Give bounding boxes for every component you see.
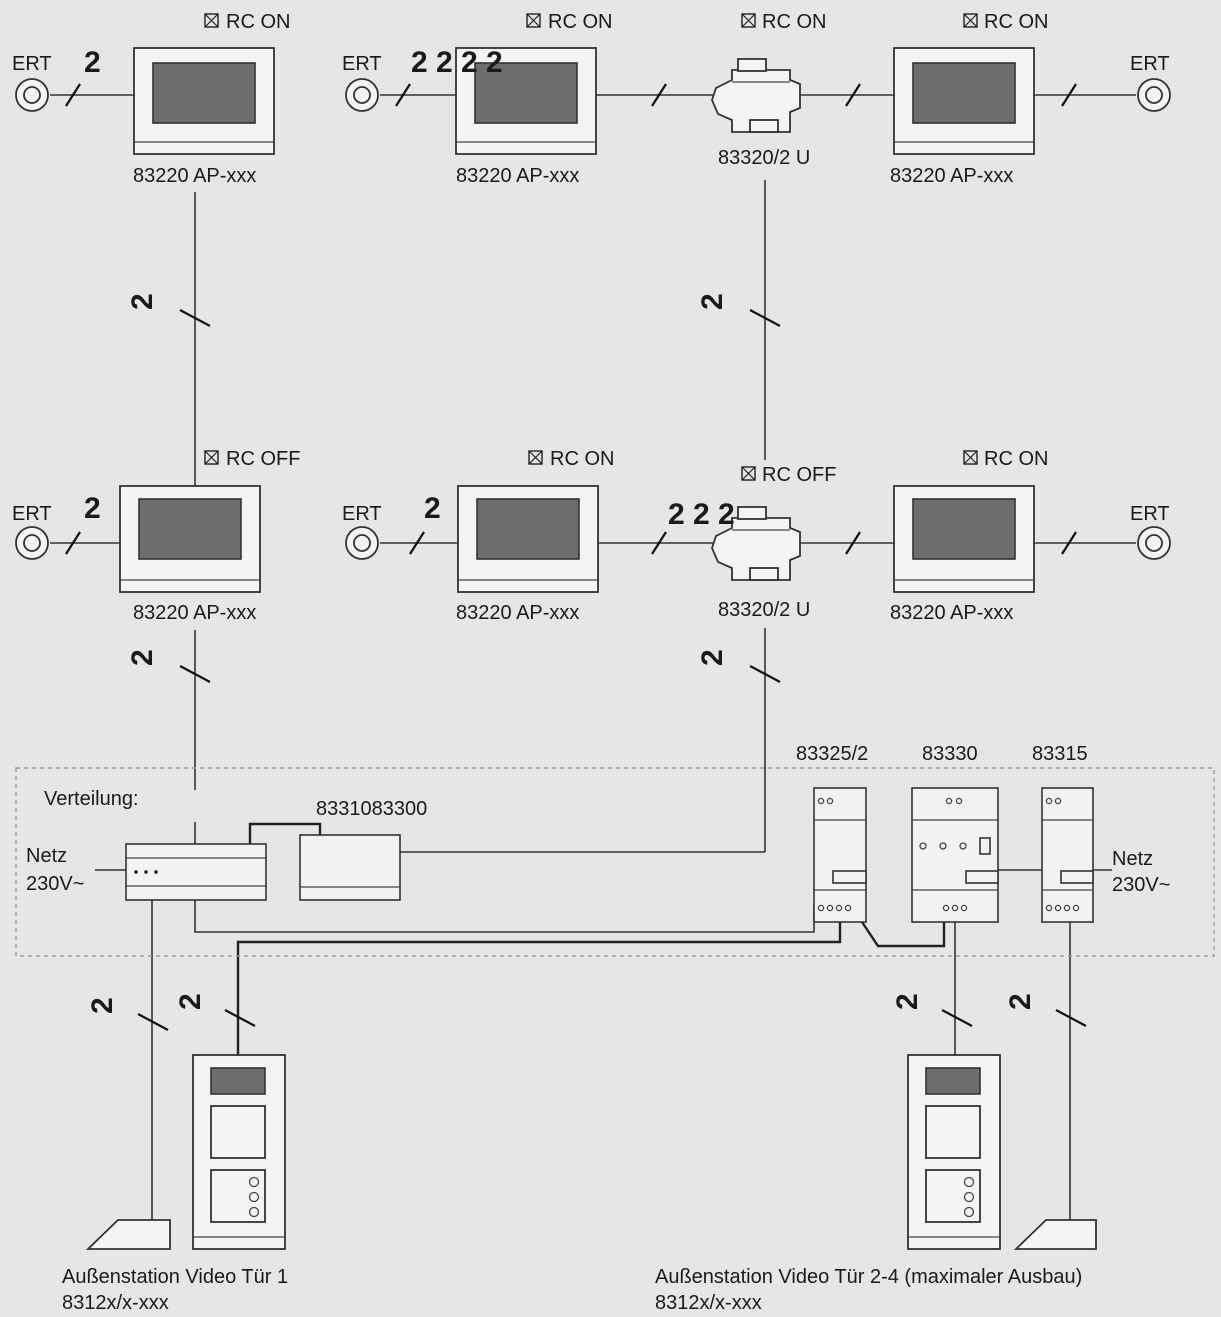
monitor-model-label: 83220 AP-xxx: [456, 165, 579, 187]
wire-module-a-to-b: [861, 921, 946, 948]
monitor-model-label: 83220 AP-xxx: [456, 602, 579, 624]
ert-label: ERT: [12, 503, 52, 525]
distributor-model-label: 83320/2 U: [718, 147, 810, 169]
door2-title: Außenstation Video Tür 2-4 (maximaler Au…: [655, 1266, 1082, 1288]
ert-label: ERT: [1130, 53, 1170, 75]
wire-count-label: 2 2 2: [668, 498, 735, 531]
auxiliary-module-icon: [299, 834, 401, 901]
module-a-label: 83325/2: [796, 743, 868, 765]
wire-count-label: 2: [174, 993, 207, 1010]
wire-count-label: 2: [126, 649, 159, 666]
rc-status-label: RC OFF: [741, 464, 836, 486]
power-supply-icon: [125, 843, 267, 901]
monitor-model-label: 83220 AP-xxx: [890, 602, 1013, 624]
ert-socket-icon: [15, 78, 49, 112]
ert-label: ERT: [1130, 503, 1170, 525]
wire-door1-to-module-a: [236, 922, 842, 1055]
wire-count-label: 2: [891, 993, 924, 1010]
wire-count-label: 2: [126, 293, 159, 310]
module-83330-icon: [911, 787, 999, 923]
svg-text:RC ON: RC ON: [226, 11, 290, 33]
svg-text:RC ON: RC ON: [550, 448, 614, 470]
door-station-icon: [907, 1054, 1001, 1250]
monitor-icon: [893, 47, 1035, 155]
monitor-icon: [455, 47, 597, 155]
ert-socket-icon: [345, 526, 379, 560]
ert-label: ERT: [342, 53, 382, 75]
monitor-icon: [119, 485, 261, 593]
monitor-icon: [893, 485, 1035, 593]
monitor-icon: [133, 47, 275, 155]
distribution-area-frame: [15, 767, 1215, 957]
wire-count-label: 2: [424, 492, 441, 525]
distributor-model-label: 83320/2 U: [718, 599, 810, 621]
video-distributor-icon: [711, 506, 801, 581]
video-distributor-icon: [711, 58, 801, 133]
wire-count-label: 2: [696, 649, 729, 666]
wire-psu-to-module-a: [194, 900, 815, 933]
verteilung-label: Verteilung:: [44, 788, 139, 810]
rc-status-label: RC ON: [963, 448, 1048, 470]
netz-label: Netz: [1112, 848, 1153, 870]
wire-count-label: 2: [84, 46, 101, 79]
svg-text:RC ON: RC ON: [984, 11, 1048, 33]
svg-text:RC ON: RC ON: [984, 448, 1048, 470]
wire-count-label: 2: [84, 492, 101, 525]
rc-status-label: RC ON: [963, 11, 1048, 33]
door1-title: Außenstation Video Tür 1: [62, 1266, 288, 1288]
module-b-label: 83330: [922, 743, 978, 765]
door1-model: 8312x/x-xxx: [62, 1292, 169, 1314]
wire-count-label: 2 2 2 2: [411, 46, 503, 79]
psu-model-label: 8331083300: [316, 798, 427, 820]
monitor-model-label: 83220 AP-xxx: [890, 165, 1013, 187]
monitor-icon: [457, 485, 599, 593]
door-opener-icon: [1013, 1219, 1097, 1250]
door-station-icon: [192, 1054, 286, 1250]
monitor-model-label: 83220 AP-xxx: [133, 165, 256, 187]
netz-label: Netz: [26, 845, 67, 867]
rc-status-label: RC OFF: [204, 448, 300, 470]
rc-status-label: RC ON: [526, 11, 612, 33]
svg-text:RC OFF: RC OFF: [762, 464, 836, 486]
ert-socket-icon: [1137, 78, 1171, 112]
rc-status-label: RC ON: [741, 11, 826, 33]
ert-socket-icon: [345, 78, 379, 112]
wire-count-label: 2: [86, 997, 119, 1014]
svg-text:RC ON: RC ON: [548, 11, 612, 33]
monitor-model-label: 83220 AP-xxx: [133, 602, 256, 624]
door-opener-icon: [85, 1219, 171, 1250]
ert-socket-icon: [15, 526, 49, 560]
wire-count-label: 2: [1004, 993, 1037, 1010]
rc-status-label: RC ON: [528, 448, 614, 470]
module-83325-icon: [813, 787, 867, 923]
door2-model: 8312x/x-xxx: [655, 1292, 762, 1314]
module-83315-icon: [1041, 787, 1094, 923]
svg-text:RC OFF: RC OFF: [226, 448, 300, 470]
voltage-label: 230V~: [1112, 874, 1170, 896]
ert-label: ERT: [342, 503, 382, 525]
ert-socket-icon: [1137, 526, 1171, 560]
wire-psu-bridge: [248, 822, 322, 845]
slash-marks: [65, 83, 1087, 1031]
module-c-label: 83315: [1032, 743, 1088, 765]
ert-label: ERT: [12, 53, 52, 75]
voltage-label: 230V~: [26, 873, 84, 895]
wire-count-label: 2: [696, 293, 729, 310]
svg-text:RC ON: RC ON: [762, 11, 826, 33]
rc-status-label: RC ON: [204, 11, 290, 33]
